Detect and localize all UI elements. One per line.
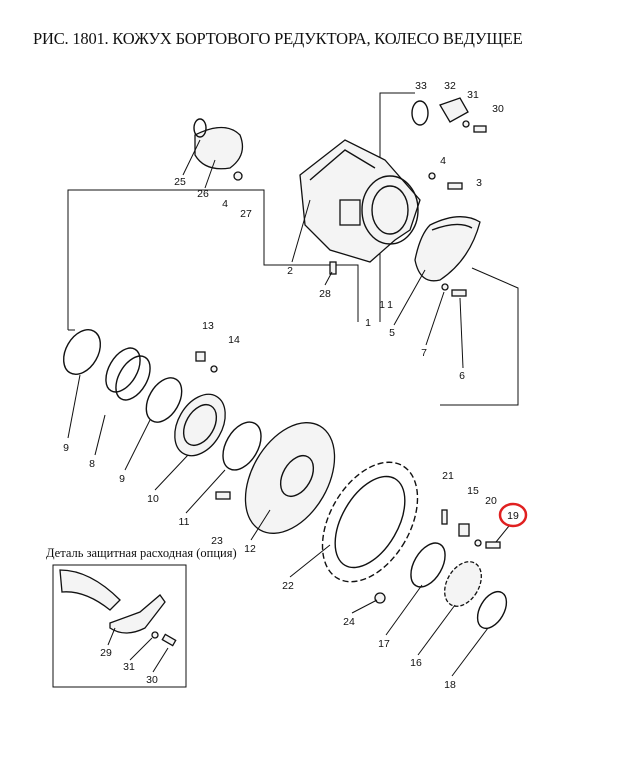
label-9: 9 — [119, 473, 125, 485]
sprocket-segment — [321, 461, 419, 583]
label-29: 29 — [100, 647, 112, 659]
highlight-circle — [498, 502, 528, 528]
label-20: 20 — [485, 495, 497, 507]
label-7: 7 — [421, 347, 427, 359]
leader-lines — [67, 139, 510, 677]
label-17: 17 — [378, 638, 390, 650]
seal-rings — [62, 329, 262, 471]
label-19: 19 — [507, 510, 519, 522]
label-32: 32 — [444, 80, 456, 92]
label-22: 22 — [282, 580, 294, 592]
inset-caption: Деталь защитная расходная (опция) — [46, 546, 237, 560]
bracket-32 — [411, 97, 487, 133]
bolts — [195, 172, 501, 604]
label-16: 16 — [410, 657, 422, 669]
label-4: 4 — [222, 198, 228, 210]
label-10: 10 — [147, 493, 159, 505]
label-31: 31 — [123, 661, 135, 673]
label-23: 23 — [211, 535, 223, 547]
label-25: 25 — [174, 176, 186, 188]
label-15: 15 — [467, 485, 479, 497]
label-30: 30 — [146, 674, 158, 686]
label-26: 26 — [197, 188, 209, 200]
label-6: 6 — [459, 370, 465, 382]
label-4: 4 — [440, 155, 446, 167]
hub — [244, 422, 336, 534]
label-21: 21 — [442, 470, 454, 482]
label-1: 1 — [365, 317, 371, 329]
label-33: 33 — [415, 80, 427, 92]
label-24: 24 — [343, 616, 355, 628]
label-9: 9 — [63, 442, 69, 454]
rings-lower — [410, 542, 508, 630]
label-14: 14 — [228, 334, 240, 346]
label-5: 5 — [389, 327, 395, 339]
label-1: 1 — [387, 299, 393, 311]
label-11: 11 — [179, 516, 190, 528]
label-1: 1 — [379, 299, 385, 311]
label-28: 28 — [319, 288, 331, 300]
plate — [193, 118, 244, 181]
leader-brackets — [67, 92, 519, 406]
label-3: 3 — [476, 177, 482, 189]
cover — [414, 216, 481, 282]
label-31: 31 — [467, 89, 479, 101]
inset-detail: Деталь защитная расходная (опция) — [46, 546, 237, 688]
label-12: 12 — [244, 543, 256, 555]
part-labels: 33 32 31 30 25 26 4 27 4 3 2 28 1 1 1 5 … — [63, 80, 519, 691]
label-2: 2 — [287, 265, 293, 277]
label-18: 18 — [444, 679, 456, 691]
figure-title: РИС. 1801. КОЖУХ БОРТОВОГО РЕДУКТОРА, КО… — [33, 29, 523, 48]
label-8: 8 — [89, 458, 95, 470]
label-13: 13 — [202, 320, 214, 332]
final-drive-case — [299, 139, 421, 263]
label-30: 30 — [492, 103, 504, 115]
label-27: 27 — [240, 208, 252, 220]
